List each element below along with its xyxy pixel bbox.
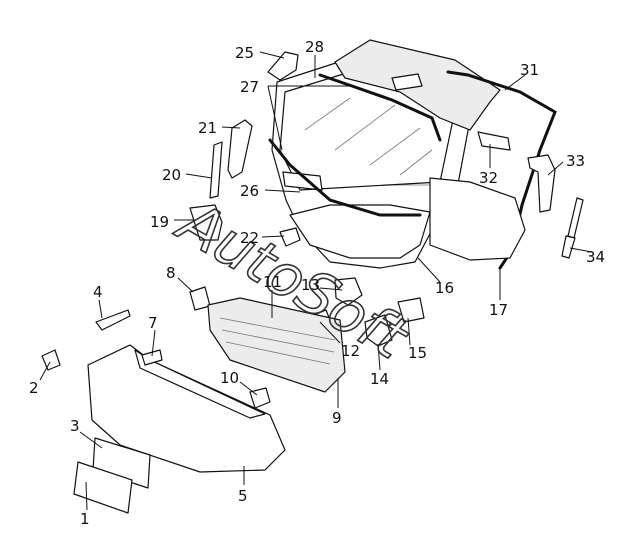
clip-10 — [249, 387, 271, 409]
callout-19: 19 — [150, 213, 169, 231]
callout-32: 32 — [479, 169, 498, 187]
hinge-25 — [267, 51, 299, 81]
callout-27: 27 — [240, 78, 259, 96]
seal-28 — [318, 73, 442, 142]
hinge-arm-21 — [227, 119, 253, 179]
clip-2 — [41, 349, 61, 371]
hinge-19 — [189, 204, 223, 241]
callout-14: 14 — [370, 370, 389, 388]
callout-9: 9 — [332, 409, 342, 427]
callout-10: 10 — [220, 369, 239, 387]
callout-22: 22 — [240, 229, 259, 247]
callout-5: 5 — [238, 487, 248, 505]
bracket-33 — [527, 154, 556, 213]
callout-12: 12 — [341, 342, 360, 360]
callout-4: 4 — [93, 283, 103, 301]
callout-11: 11 — [263, 273, 282, 291]
callout-26: 26 — [240, 182, 259, 200]
bumper-absorber — [207, 297, 346, 393]
callout-33: 33 — [566, 152, 585, 170]
callout-3: 3 — [70, 417, 80, 435]
gas-strut — [561, 197, 584, 259]
lock-13 — [334, 277, 363, 306]
callout-31: 31 — [520, 61, 539, 79]
callout-13: 13 — [301, 276, 320, 294]
seal-27 — [268, 138, 422, 217]
bracket-4 — [95, 309, 131, 331]
callout-2: 2 — [29, 379, 39, 397]
side-trim-panel — [429, 177, 526, 261]
tailgate-glass — [279, 71, 456, 191]
bracket-15 — [397, 297, 425, 323]
callout-1: 1 — [80, 510, 90, 528]
leader-lines — [39, 51, 593, 511]
callout-34: 34 — [586, 248, 605, 266]
license-plate-bracket-3 — [92, 437, 151, 489]
callout-20: 20 — [162, 166, 181, 184]
callout-labels: 1 2 3 4 5 7 8 9 10 11 12 13 14 15 16 17 … — [29, 38, 605, 528]
license-plate-1 — [73, 461, 133, 514]
callout-17: 17 — [489, 301, 508, 319]
light-8 — [189, 286, 211, 311]
roof-spoiler — [334, 39, 501, 131]
callout-16: 16 — [435, 279, 454, 297]
bracket-32 — [477, 131, 511, 151]
callout-25: 25 — [235, 44, 254, 62]
callout-28: 28 — [305, 38, 324, 56]
callout-21: 21 — [198, 119, 217, 137]
callout-15: 15 — [408, 344, 427, 362]
bracket-14 — [364, 314, 393, 347]
hinge-arm-20 — [209, 141, 223, 199]
callout-7: 7 — [148, 314, 158, 332]
callout-8: 8 — [166, 264, 176, 282]
latch-22 — [279, 227, 301, 247]
reflector-7 — [141, 349, 163, 366]
